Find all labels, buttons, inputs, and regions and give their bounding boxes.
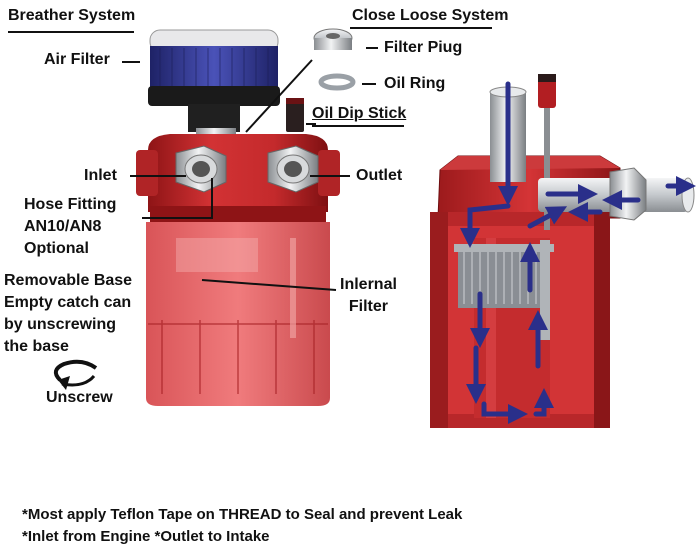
removable-base <box>146 222 330 406</box>
outlet-label: Outlet <box>356 167 403 184</box>
leader-lines <box>8 27 492 291</box>
oil-ring-label: Oil Ring <box>384 75 446 92</box>
internal-filter-label: Inlernal Filter <box>340 276 397 315</box>
inlet-label: Inlet <box>84 167 117 184</box>
can-body-left <box>136 134 340 222</box>
can-cutaway-right <box>430 74 696 428</box>
hose-fitting-label: Hose Fitting AN10/AN8 Optional <box>24 196 117 257</box>
removable-base-label: Removable Base Empty catch can by unscre… <box>4 272 133 355</box>
unscrew-label: Unscrew <box>46 389 113 406</box>
oil-dip-stick <box>286 98 304 132</box>
air-filter <box>148 29 280 138</box>
filter-plug <box>313 28 356 91</box>
air-filter-label: Air Filter <box>44 51 110 68</box>
inlet-outlet-note: *Inlet from Engine *Outlet to Intake <box>22 528 270 545</box>
unscrew-arrow-icon <box>53 359 98 390</box>
filter-plug-label: Filter Piug <box>384 39 463 56</box>
close-loose-system-label: Close Loose System <box>352 7 509 24</box>
breather-system-label: Breather System <box>8 7 136 24</box>
teflon-tape-note: *Most apply Teflon Tape on THREAD to Sea… <box>22 506 463 523</box>
oil-dip-stick-label: Oil Dip Stick <box>312 105 407 122</box>
